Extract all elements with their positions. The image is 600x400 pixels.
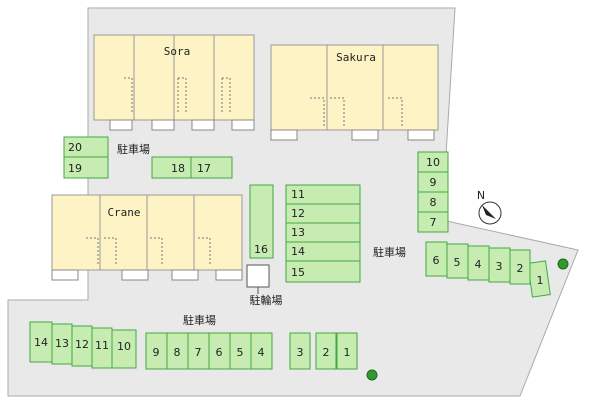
compass-icon: N	[477, 189, 502, 225]
parking-slot-14: 14	[285, 241, 361, 262]
svg-text:9: 9	[430, 176, 437, 189]
svg-text:7: 7	[195, 346, 202, 359]
parking-slot-19: 19	[63, 156, 109, 179]
svg-text:5: 5	[454, 256, 461, 269]
svg-text:6: 6	[433, 254, 440, 267]
parking-slot-12b: 12	[71, 325, 93, 367]
svg-text:2: 2	[323, 346, 330, 359]
parking-slot-4b: 4	[250, 332, 273, 370]
parking-slot-11b: 11	[91, 327, 113, 369]
svg-text:1: 1	[537, 274, 544, 287]
tree-icon	[366, 369, 378, 381]
svg-text:4: 4	[475, 258, 482, 271]
parking-slot-10: 10	[417, 151, 449, 173]
parking-label-right: 駐車場	[373, 245, 406, 259]
svg-text:12: 12	[291, 207, 305, 220]
building-name-crane: Crane	[107, 206, 140, 219]
parking-slot-3b: 3	[289, 332, 311, 370]
svg-text:9: 9	[153, 346, 160, 359]
svg-text:8: 8	[174, 346, 181, 359]
parking-slot-7: 7	[417, 211, 449, 233]
svg-text:13: 13	[291, 226, 305, 239]
svg-text:16: 16	[254, 243, 268, 256]
parking-slot-20: 20	[63, 136, 109, 158]
svg-text:17: 17	[197, 162, 211, 175]
parking-slot-14b: 14	[29, 321, 53, 363]
bicycle-parking-label: 駐輪場	[250, 293, 283, 307]
svg-text:3: 3	[297, 346, 304, 359]
svg-text:11: 11	[95, 339, 109, 352]
building-sakura: Sakura	[270, 44, 439, 141]
parking-slot-13b: 13	[51, 323, 73, 365]
svg-text:1: 1	[344, 346, 351, 359]
parking-label-bottom: 駐車場	[183, 313, 216, 327]
svg-text:12: 12	[75, 338, 89, 351]
svg-text:14: 14	[34, 336, 48, 349]
parking-slot-3: 3	[488, 247, 511, 283]
svg-text:5: 5	[237, 346, 244, 359]
parking-slot-6: 6	[425, 241, 448, 277]
parking-slot-6b: 6	[208, 332, 231, 370]
parking-slot-5b: 5	[229, 332, 252, 370]
parking-slot-2b: 2	[315, 332, 337, 370]
building-name-sakura: Sakura	[336, 51, 376, 64]
svg-text:7: 7	[430, 216, 437, 229]
parking-slot-9: 9	[417, 171, 449, 193]
tree-icon	[557, 258, 569, 270]
parking-slot-11: 11	[285, 184, 361, 205]
svg-text:4: 4	[258, 346, 265, 359]
building-name-sora: Sora	[164, 45, 191, 58]
building-crane: Crane	[51, 194, 243, 281]
parking-slot-12: 12	[285, 203, 361, 224]
svg-text:8: 8	[430, 196, 437, 209]
svg-text:15: 15	[291, 266, 305, 279]
parking-slot-18: 18	[151, 156, 192, 179]
svg-text:10: 10	[117, 340, 131, 353]
svg-text:2: 2	[517, 262, 524, 275]
svg-text:11: 11	[291, 188, 305, 201]
parking-slot-2: 2	[509, 249, 531, 285]
svg-text:3: 3	[496, 260, 503, 273]
svg-text:20: 20	[68, 141, 82, 154]
parking-slot-8: 8	[417, 191, 449, 213]
parking-slot-17: 17	[190, 156, 233, 179]
parking-slot-8b: 8	[166, 332, 189, 370]
parking-slot-15: 15	[285, 260, 361, 283]
parking-label-top-left: 駐車場	[117, 142, 150, 156]
svg-text:13: 13	[55, 337, 69, 350]
building-sora: Sora	[93, 34, 255, 131]
svg-text:19: 19	[68, 162, 82, 175]
parking-slot-9b: 9	[145, 332, 168, 370]
parking-slot-10b: 10	[111, 329, 137, 369]
bicycle-parking: 駐輪場	[246, 264, 283, 307]
svg-text:10: 10	[426, 156, 440, 169]
parking-slot-4: 4	[467, 245, 490, 281]
compass-label: N	[477, 189, 485, 202]
svg-text:6: 6	[216, 346, 223, 359]
parking-slot-13: 13	[285, 222, 361, 243]
parking-slot-1b: 1	[336, 332, 358, 370]
parking-slot-16: 16	[249, 184, 274, 259]
parking-slot-5: 5	[446, 243, 469, 279]
svg-text:14: 14	[291, 245, 305, 258]
parking-slot-7b: 7	[187, 332, 210, 370]
svg-text:18: 18	[171, 162, 185, 175]
